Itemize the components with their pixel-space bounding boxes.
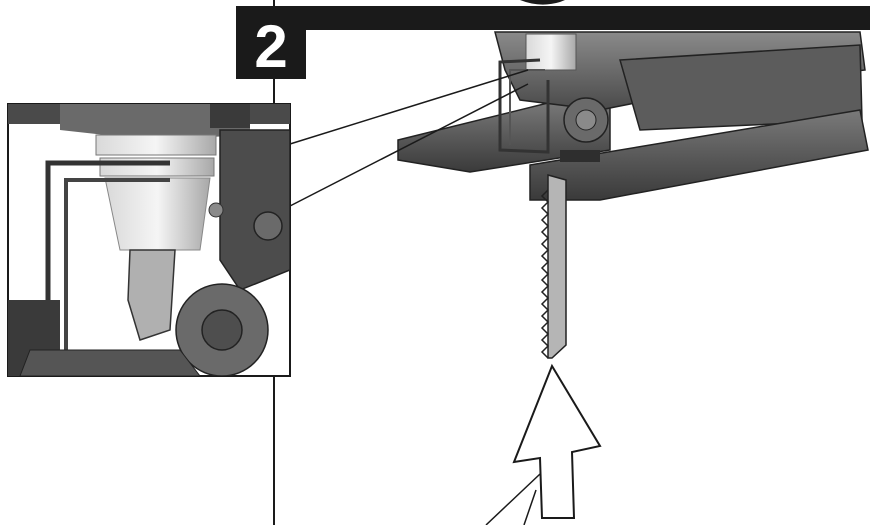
step-number-badge: 2 [236, 15, 306, 79]
up-arrow-icon [512, 363, 602, 519]
detail-inset [7, 103, 291, 377]
callout-line [485, 473, 541, 526]
jigsaw-tool [397, 31, 869, 201]
header-bar [236, 6, 870, 30]
callout-line [523, 489, 537, 526]
saw-blade [540, 174, 567, 359]
callout-line [289, 69, 529, 145]
callout-line [289, 83, 529, 207]
motor-top-shape [520, 0, 565, 5]
